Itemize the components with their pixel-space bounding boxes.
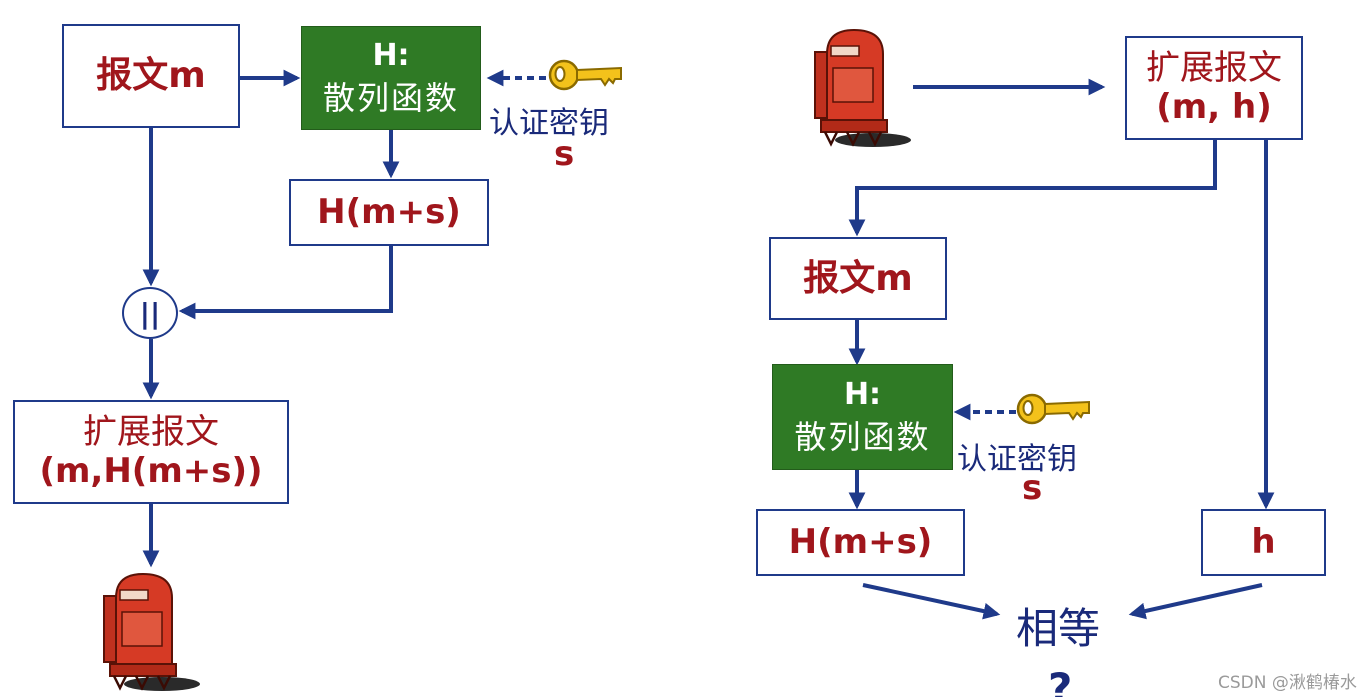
right-key-symbol: s xyxy=(1022,468,1043,508)
right-message-box: 报文m xyxy=(769,237,947,320)
left-extended-message-box: 扩展报文 (m,H(m+s)) xyxy=(13,400,289,504)
arrow-h-to-compare xyxy=(1128,583,1263,620)
compare-label: 相等 xyxy=(1015,604,1100,653)
left-digest-label: H(m+s) xyxy=(317,191,461,232)
right-digest-label: H(m+s) xyxy=(788,521,933,562)
right-hash-title: H: xyxy=(843,377,882,413)
right-extended-line1: 扩展报文 xyxy=(1146,47,1282,88)
right-hash-subtitle: 散列函数 xyxy=(794,417,931,456)
right-hash-function-box: H: 散列函数 xyxy=(772,364,953,470)
left-hash-subtitle: 散列函数 xyxy=(322,78,459,117)
mailbox-icon xyxy=(814,28,911,147)
arrow-extended-to-message xyxy=(848,140,1217,237)
right-extended-line2: (m, h) xyxy=(1156,87,1272,127)
left-message-box: 报文m xyxy=(62,24,240,128)
concat-operator: || xyxy=(122,287,178,339)
concat-symbol: || xyxy=(139,296,161,330)
mailbox-icon xyxy=(103,572,200,691)
left-key-label: 认证密钥 xyxy=(489,106,609,141)
left-key-symbol: s xyxy=(554,134,575,174)
left-digest-box: H(m+s) xyxy=(289,179,489,246)
right-h-label: h xyxy=(1251,521,1276,562)
right-extended-message-box: 扩展报文 (m, h) xyxy=(1125,36,1303,140)
compare-question-mark: ? xyxy=(1048,664,1073,697)
left-hash-title: H: xyxy=(372,38,410,74)
left-extended-line2: (m,H(m+s)) xyxy=(39,451,263,491)
arrow-digest-to-concat xyxy=(178,246,393,320)
right-h-box: h xyxy=(1201,509,1326,576)
left-extended-line1: 扩展报文 xyxy=(83,411,219,452)
arrow-digest-to-compare xyxy=(862,583,1001,620)
watermark: CSDN @湫鹤椿水 xyxy=(1218,673,1357,693)
key-icon xyxy=(1016,393,1090,425)
key-icon xyxy=(548,59,622,91)
right-digest-box: H(m+s) xyxy=(756,509,965,576)
left-message-label: 报文m xyxy=(96,55,206,97)
right-message-label: 报文m xyxy=(803,257,913,299)
left-hash-function-box: H: 散列函数 xyxy=(301,26,481,130)
right-key-label: 认证密钥 xyxy=(957,442,1077,477)
